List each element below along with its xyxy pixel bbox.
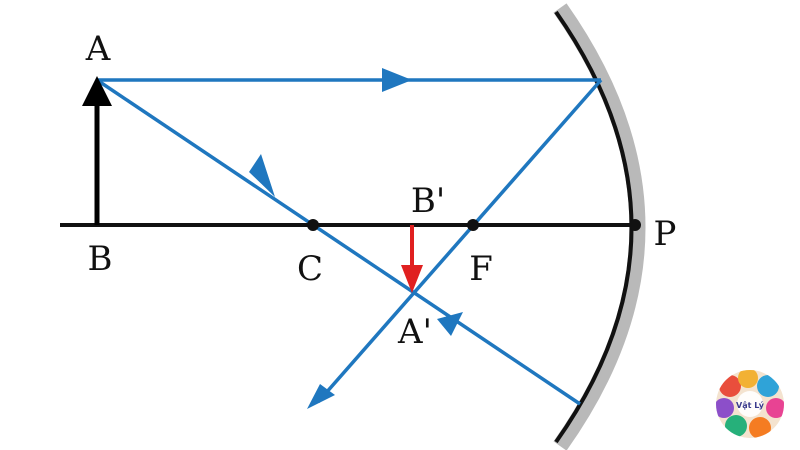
ray-arrowhead-down-right (249, 154, 275, 197)
label-object-base: B (88, 239, 113, 279)
label-focus: F (469, 249, 493, 289)
corner-logo: Vật Lý (716, 370, 784, 438)
ray-arrowhead-down-left (307, 384, 335, 409)
logo-text: Vật Lý (736, 401, 765, 410)
label-center-of-curvature: C (297, 249, 323, 289)
ray-reflected-through-focus (316, 78, 603, 404)
object-arrowhead (82, 76, 112, 106)
label-pole: P (654, 214, 677, 254)
image-arrowhead (401, 265, 423, 293)
focus-point (467, 219, 479, 231)
label-image-tip: A' (397, 312, 432, 352)
center-of-curvature-point (307, 219, 319, 231)
pole-point (629, 219, 641, 231)
ray-through-center (96, 78, 581, 406)
ray-arrowhead-right (382, 68, 412, 92)
label-image-base: B' (411, 181, 445, 221)
ray-arrowhead-up-left (437, 312, 463, 336)
label-object-top: A (85, 29, 111, 69)
